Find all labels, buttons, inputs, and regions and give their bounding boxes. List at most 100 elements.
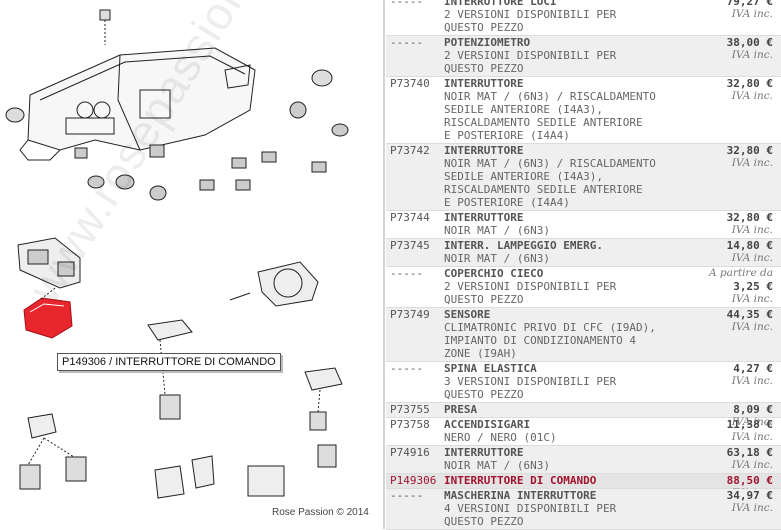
price-value: 34,97 € <box>726 489 773 502</box>
price-value: 3,25 € <box>733 280 773 293</box>
part-price: 79,27 €IVA inc. <box>683 0 773 21</box>
part-variant-line: QUESTO PEZZO <box>444 62 524 75</box>
part-name[interactable]: INTERRUTTORE LUCI <box>444 0 557 8</box>
vat-note: IVA inc. <box>731 459 773 471</box>
part-variant-line: SEDILE ANTERIORE (I4A3), <box>444 103 603 116</box>
part-variant-line: QUESTO PEZZO <box>444 515 524 528</box>
part-price: 32,80 €IVA inc. <box>683 211 773 237</box>
diagram-drawing <box>5 9 349 499</box>
price-value: 79,27 € <box>726 0 773 8</box>
part-price: 34,97 €IVA inc. <box>683 489 773 515</box>
part-name[interactable]: PRESA <box>444 403 478 416</box>
part-variant-line: RISCALDAMENTO SEDILE ANTERIORE <box>444 183 643 196</box>
part-variant-line: 4 VERSIONI DISPONIBILI PER <box>444 502 617 515</box>
part-code: P73744 <box>390 211 430 224</box>
part-row[interactable]: P73755 PRESA 8,09 €IVA inc. <box>386 403 781 428</box>
part-code: P73758 <box>390 418 430 431</box>
part-name[interactable]: INTERR. LAMPEGGIO EMERG. <box>444 239 603 252</box>
part-variant-line: 3 VERSIONI DISPONIBILI PER <box>444 375 617 388</box>
part-price: 44,35 €IVA inc. <box>683 308 773 334</box>
price-value: 44,35 € <box>726 308 773 321</box>
part-name[interactable]: SPINA ELASTICA <box>444 362 537 375</box>
part-name[interactable]: INTERRUTTORE DI COMANDO <box>444 474 597 487</box>
vat-note: IVA inc. <box>731 49 773 61</box>
price-value: 4,27 € <box>733 362 773 375</box>
part-code: P73755 <box>390 403 430 416</box>
part-name[interactable]: INTERRUTTORE <box>444 446 524 459</box>
part-variant-line: NOIR MAT / (6N3) <box>444 224 550 237</box>
vat-note: IVA inc. <box>731 90 773 102</box>
part-code: P73742 <box>390 144 430 157</box>
part-code: ----- <box>390 36 424 49</box>
price-prefix: A partire da <box>708 267 773 279</box>
exploded-parts-diagram[interactable]: www.rosepassion.com P149306 / INTERRUTTO… <box>0 0 383 529</box>
panel-divider <box>383 0 385 529</box>
part-variant-line: ZONE (I9AH) <box>444 347 517 360</box>
part-name[interactable]: INTERRUTTORE <box>444 77 524 90</box>
part-name[interactable]: ACCENDISIGARI <box>444 418 531 431</box>
vat-note: IVA inc. <box>731 157 773 169</box>
part-price: 8,09 €IVA inc. <box>683 403 773 429</box>
part-price: 38,00 €IVA inc. <box>683 36 773 62</box>
part-variant-line: QUESTO PEZZO <box>444 21 524 34</box>
part-code: P74916 <box>390 446 430 459</box>
part-price: 63,18 €IVA inc. <box>683 446 773 472</box>
price-value: 32,80 € <box>726 211 773 224</box>
part-code: ----- <box>390 362 424 375</box>
part-name[interactable]: POTENZIOMETRO <box>444 36 531 49</box>
part-variant-line: 2 VERSIONI DISPONIBILI PER <box>444 49 617 62</box>
part-variant-line: QUESTO PEZZO <box>444 293 524 306</box>
part-name[interactable]: SENSORE <box>444 308 491 321</box>
price-value: 38,00 € <box>726 36 773 49</box>
part-name[interactable]: COPERCHIO CIECO <box>444 267 544 280</box>
part-code: ----- <box>390 489 424 502</box>
vat-note: IVA inc. <box>731 431 773 443</box>
price-value: 32,80 € <box>726 144 773 157</box>
vat-note: IVA inc. <box>731 321 773 333</box>
part-name[interactable]: MASCHERINA INTERRUTTORE <box>444 489 597 502</box>
part-variant-line: NOIR MAT / (6N3) <box>444 252 550 265</box>
part-variant-line: QUESTO PEZZO <box>444 388 524 401</box>
part-code: P149306 <box>390 474 437 487</box>
price-value: 32,80 € <box>726 77 773 90</box>
part-row[interactable]: P73745 INTERR. LAMPEGGIO EMERG.NOIR MAT /… <box>386 239 781 267</box>
part-name[interactable]: INTERRUTTORE <box>444 144 524 157</box>
part-price: 32,80 €IVA inc. <box>683 77 773 103</box>
copyright-text: Rose Passion © 2014 <box>272 507 369 518</box>
part-variant-line: 2 VERSIONI DISPONIBILI PER <box>444 280 617 293</box>
part-callout-label: P149306 / INTERRUTTORE DI COMANDO <box>57 353 281 371</box>
part-variant-line: E POSTERIORE (I4A4) <box>444 196 570 209</box>
vat-note: IVA inc. <box>731 252 773 264</box>
part-name[interactable]: INTERRUTTORE <box>444 211 524 224</box>
part-price: 32,80 €IVA inc. <box>683 144 773 170</box>
part-code: ----- <box>390 267 424 280</box>
part-variant-line: NOIR MAT / (6N3) <box>444 459 550 472</box>
vat-note: IVA inc. <box>731 502 773 514</box>
part-price: 4,27 €IVA inc. <box>683 362 773 388</box>
part-code: P73745 <box>390 239 430 252</box>
vat-note: IVA inc. <box>731 293 773 305</box>
